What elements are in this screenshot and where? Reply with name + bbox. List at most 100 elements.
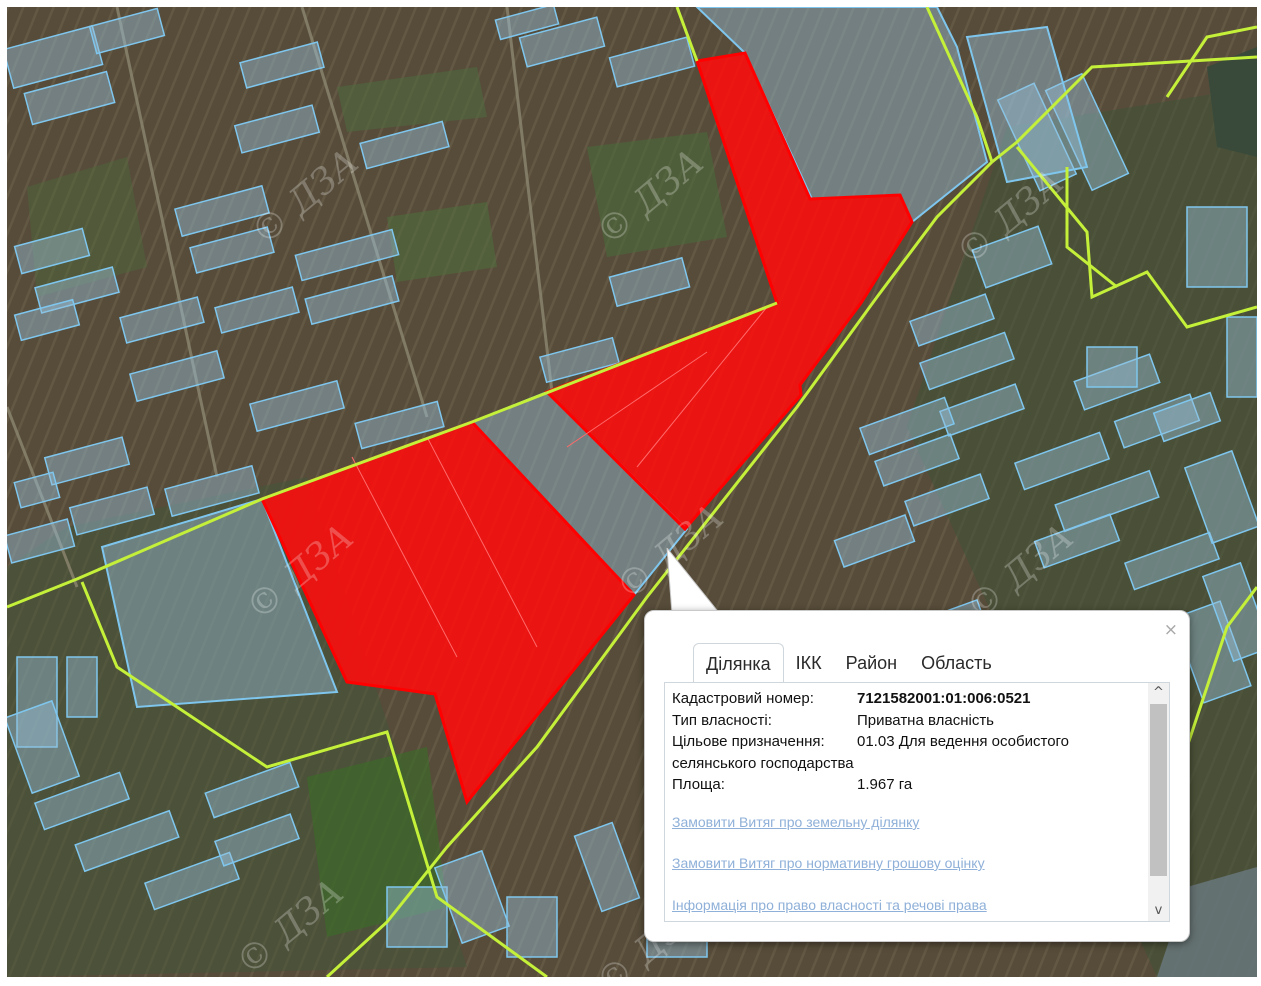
boundary-line bbox=[991, 55, 1257, 164]
parcel-outline[interactable] bbox=[1033, 513, 1121, 569]
parcel-details-panel[interactable]: Кадастровий номер: 7121582001:01:006:052… bbox=[664, 682, 1170, 922]
ownership-rights-info-link[interactable]: Інформація про право власності та речові… bbox=[672, 897, 987, 913]
parcel-outline[interactable] bbox=[74, 809, 180, 873]
parcel-outline[interactable] bbox=[909, 293, 995, 347]
parcel-outline[interactable] bbox=[304, 274, 400, 326]
parcel-outline[interactable] bbox=[13, 471, 61, 509]
parcel-outline[interactable] bbox=[904, 473, 990, 527]
parcel-large[interactable] bbox=[100, 497, 339, 709]
popup-tabs: Ділянка ІКК Район Область bbox=[693, 641, 1004, 684]
administrative-boundaries bbox=[7, 7, 1257, 977]
tab-region[interactable]: Область bbox=[921, 653, 992, 673]
parcel-outline[interactable] bbox=[494, 7, 560, 41]
parcel-outline[interactable] bbox=[13, 298, 81, 342]
parcel-outline[interactable] bbox=[239, 41, 325, 89]
parcel-outline[interactable] bbox=[996, 82, 1078, 192]
parcel-outline[interactable] bbox=[354, 400, 445, 450]
parcel-outline[interactable] bbox=[1186, 206, 1248, 288]
detail-row-ownership: Тип власності: Приватна власність bbox=[672, 710, 1142, 732]
cadastral-number-label: Кадастровий номер: bbox=[672, 690, 814, 707]
parcel-outline[interactable] bbox=[7, 518, 76, 564]
tab-district[interactable]: Район bbox=[845, 653, 898, 673]
parcel-outline[interactable] bbox=[34, 266, 120, 314]
parcel-outline[interactable] bbox=[294, 228, 400, 282]
green-field bbox=[337, 67, 487, 132]
parcel-outline[interactable] bbox=[833, 514, 916, 568]
boundary-line bbox=[1015, 146, 1257, 329]
popup-pointer bbox=[666, 548, 721, 614]
parcel-outline[interactable] bbox=[7, 699, 81, 795]
order-valuation-extract-link[interactable]: Замовити Витяг про нормативну грошову оц… bbox=[672, 855, 985, 871]
detail-row-area: Площа: 1.967 га bbox=[672, 774, 1142, 796]
tab-parcel[interactable]: Ділянка bbox=[693, 643, 784, 684]
parcel-outline[interactable] bbox=[506, 896, 558, 958]
parcel-outline[interactable] bbox=[1073, 353, 1161, 411]
boundary-line bbox=[1065, 167, 1118, 289]
parcel-outline[interactable] bbox=[1054, 469, 1160, 533]
parcel-outline[interactable] bbox=[1226, 316, 1257, 398]
purpose-value-continuation: селянського господарства bbox=[672, 754, 854, 772]
boundary-line bbox=[1185, 586, 1257, 748]
parcel-outline[interactable] bbox=[538, 336, 621, 384]
parcel-outline[interactable] bbox=[173, 184, 271, 238]
large-parcels[interactable] bbox=[100, 7, 1089, 709]
parcel-subdivision bbox=[351, 306, 768, 658]
parcel-outline[interactable] bbox=[874, 433, 960, 487]
cadastral-number-value: 7121582001:01:006:0521 bbox=[857, 690, 1031, 707]
area-label: Площа: bbox=[672, 776, 725, 793]
parcel-large[interactable] bbox=[965, 25, 1089, 184]
boundary-line bbox=[925, 7, 994, 163]
parcel-outline[interactable] bbox=[119, 296, 205, 344]
scroll-down-icon[interactable]: v bbox=[1154, 903, 1163, 918]
boundary-line bbox=[80, 581, 548, 977]
tab-ikk[interactable]: ІКК bbox=[795, 653, 822, 673]
parcel-outline[interactable] bbox=[971, 225, 1053, 289]
parcel-outline[interactable] bbox=[68, 486, 156, 536]
parcel-outline[interactable] bbox=[88, 7, 166, 55]
green-field bbox=[387, 202, 497, 282]
parcel-details: Кадастровий номер: 7121582001:01:006:052… bbox=[672, 688, 1142, 796]
parcel-outline[interactable] bbox=[1086, 346, 1138, 388]
parcel-outline[interactable] bbox=[608, 36, 696, 88]
parcel-outline[interactable] bbox=[143, 851, 241, 911]
parcel-outline[interactable] bbox=[214, 286, 300, 334]
parcel-outline[interactable] bbox=[518, 16, 606, 68]
scrollbar[interactable]: ^ v bbox=[1148, 683, 1169, 921]
parcel-outline[interactable] bbox=[1183, 449, 1257, 545]
close-icon[interactable]: × bbox=[1163, 620, 1178, 640]
parcel-outline[interactable] bbox=[66, 656, 98, 718]
parcel-outline[interactable] bbox=[189, 226, 275, 274]
cadastral-parcels bbox=[7, 7, 1257, 958]
parcel-outline[interactable] bbox=[939, 383, 1025, 437]
parcel-outline[interactable] bbox=[858, 396, 956, 456]
scroll-up-icon[interactable]: ^ bbox=[1153, 685, 1164, 700]
parcel-outline[interactable] bbox=[918, 331, 1016, 391]
boundary-line bbox=[7, 301, 778, 609]
parcel-outline[interactable] bbox=[608, 256, 691, 308]
parcel-outline[interactable] bbox=[128, 349, 226, 403]
boundary-line bbox=[1165, 25, 1257, 98]
parcel-outline[interactable] bbox=[7, 24, 104, 90]
parcel-outline[interactable] bbox=[13, 227, 91, 275]
area-value: 1.967 га bbox=[857, 776, 913, 793]
parcel-outline[interactable] bbox=[43, 436, 131, 486]
parcel-outline[interactable] bbox=[23, 70, 116, 126]
parcel-outline[interactable] bbox=[204, 761, 300, 819]
parcel-outline[interactable] bbox=[163, 464, 261, 518]
parcel-outline[interactable] bbox=[248, 379, 346, 433]
parcel-outline[interactable] bbox=[1013, 431, 1111, 491]
parcel-outline[interactable] bbox=[573, 821, 641, 913]
water-body bbox=[1157, 867, 1257, 977]
scroll-thumb[interactable] bbox=[1150, 704, 1167, 876]
order-parcel-extract-link[interactable]: Замовити Витяг про земельну ділянку bbox=[672, 814, 920, 830]
parcel-outline[interactable] bbox=[1123, 531, 1221, 591]
parcel-outline[interactable] bbox=[33, 771, 131, 831]
parcel-info-popup: × Ділянка ІКК Район Область Кадастровий … bbox=[644, 610, 1190, 942]
ownership-type-label: Тип власності: bbox=[672, 711, 772, 729]
parcel-outline[interactable] bbox=[214, 813, 300, 867]
water-body bbox=[1207, 47, 1257, 157]
parcel-outline[interactable] bbox=[359, 120, 450, 170]
parcel-outline[interactable] bbox=[233, 104, 321, 154]
parcel-outline[interactable] bbox=[1152, 391, 1222, 443]
field-roads bbox=[7, 7, 554, 588]
